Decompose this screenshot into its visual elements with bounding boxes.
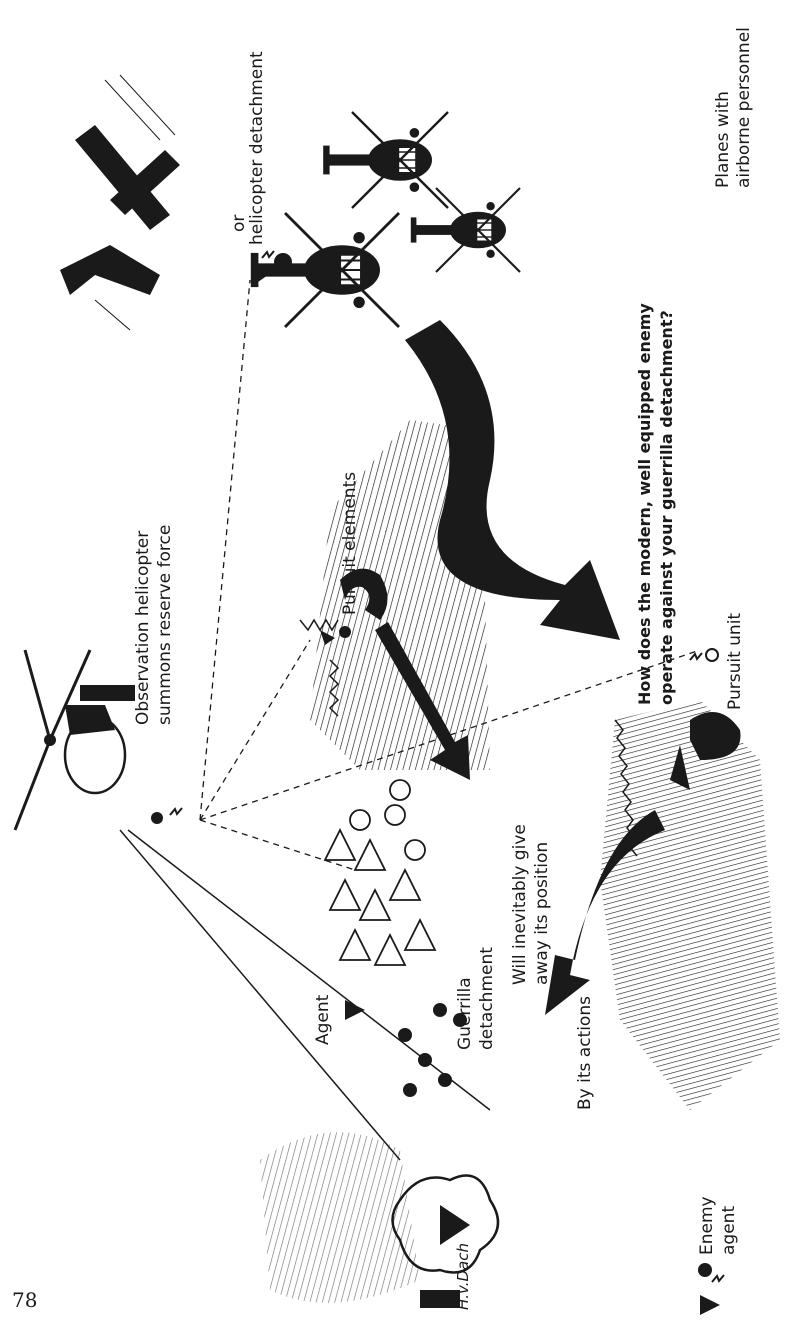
guerrilla-label: Guerrilla detachment	[455, 947, 497, 1050]
pursuit-arrow-icon	[375, 622, 470, 780]
svg-text:Guerrilla: Guerrilla	[455, 977, 475, 1050]
or-label: or	[229, 215, 249, 232]
sight-lines	[119, 829, 491, 1161]
page-number: 78	[12, 1288, 38, 1312]
pursuit-terrain	[299, 420, 490, 770]
pursuit-unit-radio-icon	[689, 648, 719, 662]
pursuit-unit-arrow-icon	[670, 712, 741, 790]
svg-text:Pursuit elements: Pursuit elements	[340, 472, 360, 615]
guerrilla-detachment-icon	[398, 1003, 467, 1097]
observation-label: Observation helicopter summons reserve f…	[133, 525, 175, 725]
svg-text:Observation helicopter: Observation helicopter	[133, 531, 153, 725]
observation-helicopter-icon	[13, 649, 135, 831]
agent-icon	[345, 1000, 365, 1020]
svg-text:airborne personnel: airborne personnel	[734, 27, 754, 188]
svg-text:Pursuit unit: Pursuit unit	[725, 613, 745, 710]
svg-text:Planes with: Planes with	[713, 91, 733, 188]
pursuit-unit-terrain	[600, 700, 780, 1110]
svg-text:summons reserve force: summons reserve force	[155, 525, 175, 725]
svg-text:By its actions: By its actions	[575, 996, 595, 1110]
svg-text:Will inevitably give: Will inevitably give	[510, 824, 530, 985]
svg-text:Enemy: Enemy	[697, 1196, 717, 1255]
legend-enemy-agent-icon	[698, 1263, 725, 1315]
forest-icon	[323, 779, 437, 966]
signature: H.v.Dach	[454, 1243, 472, 1310]
by-its-actions-label: By its actions	[575, 996, 595, 1110]
radio-man-top-icon	[252, 250, 292, 282]
plane-icon	[60, 74, 180, 331]
svg-text:Agent: Agent	[313, 994, 333, 1045]
svg-text:How does the modern, well equi: How does the modern, well equipped enemy	[635, 303, 654, 705]
agent-label: Agent	[313, 994, 333, 1045]
planes-label: Planes with airborne personnel	[713, 27, 754, 188]
question-text: How does the modern, well equipped enemy…	[635, 303, 676, 705]
svg-text:away its position: away its position	[532, 842, 552, 985]
pursuit-elements-arrow-icon	[340, 568, 388, 620]
pursuit-unit-label: Pursuit unit	[725, 613, 745, 710]
svg-text:H.v.Dach: H.v.Dach	[454, 1243, 472, 1310]
svg-text:detachment: detachment	[477, 947, 497, 1050]
pursuit-radio-icon	[320, 626, 351, 645]
helicopter-detachment	[249, 110, 522, 329]
svg-text:helicopter detachment: helicopter detachment	[247, 51, 267, 245]
give-away-label: Will inevitably give away its position	[510, 824, 552, 985]
svg-text:operate against your guerrilla: operate against your guerrilla detachmen…	[657, 310, 676, 705]
legend-label: Enemy agent	[697, 1196, 739, 1255]
building-icon	[420, 1290, 460, 1308]
pursuit-elements-label: Pursuit elements	[340, 472, 360, 615]
explosion-icon	[260, 1132, 500, 1303]
helicopter-detachment-label: helicopter detachment	[247, 51, 267, 245]
svg-text:agent: agent	[719, 1206, 739, 1255]
by-its-actions-arrow-icon	[545, 810, 665, 1015]
svg-text:or: or	[229, 215, 249, 232]
observer-radio-icon	[151, 807, 183, 824]
